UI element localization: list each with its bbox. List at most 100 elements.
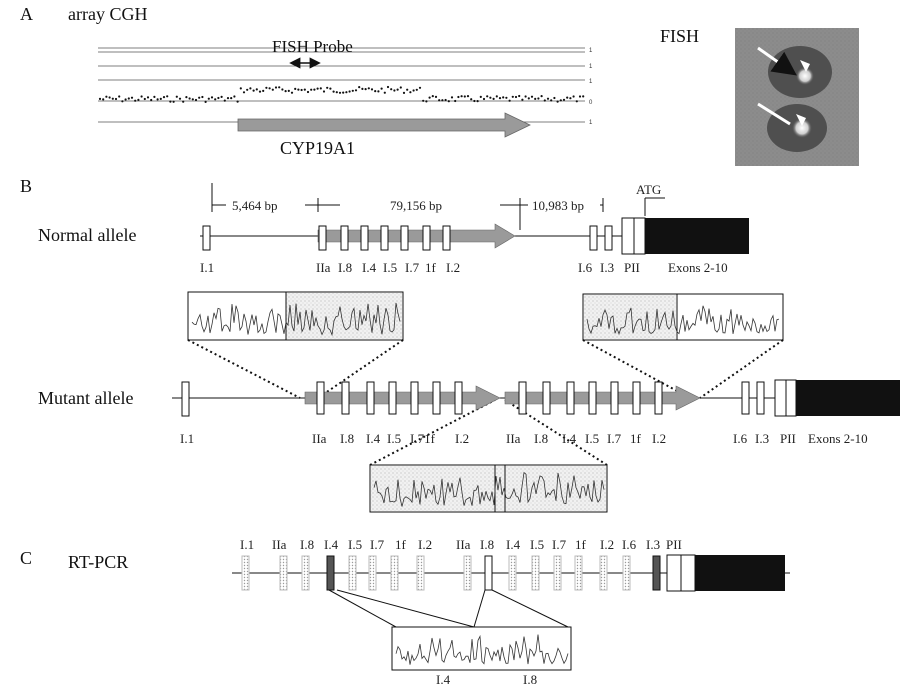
exon-box	[381, 226, 388, 250]
trace-label-i4: I.4	[436, 672, 451, 687]
cgh-point	[480, 96, 482, 98]
exon-box	[411, 382, 418, 414]
cgh-point	[352, 90, 354, 92]
mutant-exons-2-10-block	[796, 380, 900, 416]
cgh-axis-ticks: 1 1 1 0 1	[589, 48, 593, 126]
array-cgh-title: array CGH	[68, 4, 147, 24]
rt-pcr-connectors	[329, 590, 568, 627]
cyp19a1-label: CYP19A1	[280, 138, 355, 158]
normal-exon-label: I.4	[362, 260, 377, 275]
cgh-point	[438, 99, 440, 101]
cgh-point	[227, 97, 229, 99]
cgh-point	[205, 101, 207, 103]
cgh-point	[342, 92, 344, 94]
cgh-point	[243, 91, 245, 93]
rt-pcr-exon-box	[600, 556, 607, 590]
exon-box	[605, 226, 612, 250]
rt-pcr-exon-box	[327, 556, 334, 590]
cgh-point	[403, 92, 405, 94]
cgh-point	[393, 89, 395, 91]
cgh-point	[192, 98, 194, 100]
svg-text:0: 0	[589, 100, 593, 106]
cgh-point	[169, 101, 171, 103]
exon-box	[361, 226, 368, 250]
cgh-point	[563, 99, 565, 101]
chromatogram-middle	[370, 465, 607, 512]
cgh-point	[486, 95, 488, 97]
fish-probe-label: FISH Probe	[272, 37, 353, 56]
rt-pcr-exon-label: I.7	[370, 537, 385, 552]
cgh-point	[211, 96, 213, 98]
normal-exons-2-10-block	[645, 218, 749, 254]
mutant-duplicate-2-arrow	[505, 386, 700, 410]
cgh-point	[489, 97, 491, 99]
cgh-point	[390, 88, 392, 90]
cgh-point	[249, 87, 251, 89]
rt-pcr-exon-box	[532, 556, 539, 590]
rt-pcr-exon-label: I.5	[348, 537, 362, 552]
normal-exon-label: PII	[624, 260, 640, 275]
cgh-point	[233, 95, 235, 97]
cgh-point	[534, 98, 536, 100]
rt-pcr-exon-label: I.5	[530, 537, 544, 552]
cgh-point	[371, 88, 373, 90]
mutant-exon-label: I.7	[607, 431, 622, 446]
cgh-point	[361, 88, 363, 90]
svg-text:1: 1	[589, 48, 593, 54]
cgh-point	[329, 88, 331, 90]
cgh-point	[435, 96, 437, 98]
mutant-exon-label: I.8	[534, 431, 548, 446]
cgh-point	[304, 89, 306, 91]
cgh-point	[493, 98, 495, 100]
cgh-point	[301, 89, 303, 91]
exon-box	[443, 226, 450, 250]
cgh-data-points	[99, 86, 584, 103]
trace-label-i8: I.8	[523, 672, 537, 687]
exon-box	[423, 226, 430, 250]
svg-text:1: 1	[589, 120, 593, 126]
normal-exon-label: Exons 2-10	[668, 260, 728, 275]
distance-5464: 5,464 bp	[232, 198, 278, 213]
cgh-point	[406, 89, 408, 91]
rt-pcr-exon-label: I.4	[324, 537, 339, 552]
cgh-point	[560, 99, 562, 101]
rt-pcr-exon-box	[391, 556, 398, 590]
cgh-point	[451, 96, 453, 98]
cgh-point	[550, 99, 552, 101]
exon-box	[433, 382, 440, 414]
cgh-point	[141, 95, 143, 97]
cgh-point	[201, 96, 203, 98]
rt-pcr-exon-label: I.2	[600, 537, 614, 552]
rt-pcr-exon-label: I.8	[300, 537, 314, 552]
cgh-point	[121, 100, 123, 102]
svg-text:1: 1	[589, 79, 593, 85]
rt-pcr-exon-box	[485, 556, 492, 590]
cgh-point	[230, 97, 232, 99]
normal-allele-label: Normal allele	[38, 225, 136, 245]
normal-exon-label: I.2	[446, 260, 460, 275]
exon-box	[389, 382, 396, 414]
chromatogram-right	[583, 294, 783, 340]
cgh-point	[525, 95, 527, 97]
cgh-point	[422, 100, 424, 102]
rt-pcr-exon-box	[417, 556, 424, 590]
cgh-point	[163, 96, 165, 98]
cgh-point	[281, 88, 283, 90]
cgh-point	[150, 99, 152, 101]
exon-box	[567, 382, 574, 414]
cgh-point	[521, 99, 523, 101]
cgh-point	[400, 86, 402, 88]
cgh-point	[566, 97, 568, 99]
cgh-point	[297, 89, 299, 91]
cgh-point	[477, 100, 479, 102]
exon-box	[341, 226, 348, 250]
exon-box	[633, 382, 640, 414]
cgh-point	[512, 96, 514, 98]
cgh-point	[310, 89, 312, 91]
cgh-point	[461, 95, 463, 97]
cgh-point	[237, 101, 239, 103]
cgh-point	[105, 96, 107, 98]
exon-box	[589, 382, 596, 414]
